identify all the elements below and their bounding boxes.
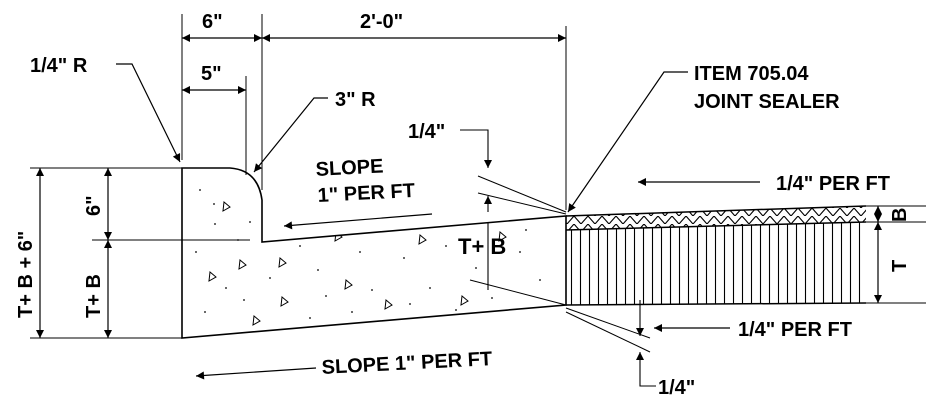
quarter-top-label: 1/4" bbox=[408, 121, 445, 143]
radius-quarter-label: 1/4" R bbox=[30, 55, 88, 77]
t-plus-b-left-label: T+ B bbox=[83, 274, 105, 318]
quarter-bottom-label: 1/4" bbox=[658, 377, 695, 399]
dim-6in-top-label: 6" bbox=[202, 11, 223, 33]
b-right-label: B bbox=[889, 208, 911, 222]
pavement-layer bbox=[565, 221, 867, 306]
joint-sealer-label: JOINT SEALER bbox=[694, 91, 840, 113]
pavement-slope-bottom-label: 1/4" PER FT bbox=[738, 319, 852, 341]
t-plus-b-plus-6-label: T+ B + 6" bbox=[15, 231, 37, 318]
dim-5in-label: 5" bbox=[201, 63, 222, 85]
radius-3in-label: 3" R bbox=[335, 89, 376, 111]
radius-3in-leader bbox=[253, 97, 328, 173]
dim-2ft-label: 2'-0" bbox=[360, 11, 403, 33]
joint-sealer-leader bbox=[567, 71, 688, 213]
quarter-top-ext-2 bbox=[477, 192, 567, 215]
item-number-label: ITEM 705.04 bbox=[694, 63, 809, 85]
t-plus-b-center-ext bbox=[469, 279, 567, 306]
concrete-aggregate-texture bbox=[195, 189, 541, 326]
six-in-left-label: 6" bbox=[83, 195, 105, 216]
slope-bottom-label: SLOPE 1" PER FT bbox=[321, 348, 493, 379]
quarter-bottom-pointer bbox=[639, 370, 656, 387]
pavement-slope-top-label: 1/4" PER FT bbox=[776, 173, 890, 195]
quarter-bottom-ext-2 bbox=[565, 311, 651, 353]
slope-rate-label: 1" PER FT bbox=[317, 180, 415, 207]
right-dimension-lines bbox=[866, 205, 926, 304]
radius-quarter-leader bbox=[116, 63, 181, 163]
slope-label: SLOPE bbox=[315, 155, 384, 181]
quarter-bottom-ext-1 bbox=[565, 307, 651, 339]
t-right-label: T bbox=[889, 260, 911, 272]
t-plus-b-center-label: T+ B bbox=[458, 234, 506, 259]
extension-lines bbox=[181, 14, 567, 210]
quarter-top-pointer bbox=[460, 129, 492, 168]
left-dimension-lines bbox=[30, 167, 250, 339]
quarter-top-ext-1 bbox=[477, 175, 567, 213]
slope-bottom-arrow bbox=[195, 367, 317, 380]
slope-arrow bbox=[283, 213, 433, 230]
